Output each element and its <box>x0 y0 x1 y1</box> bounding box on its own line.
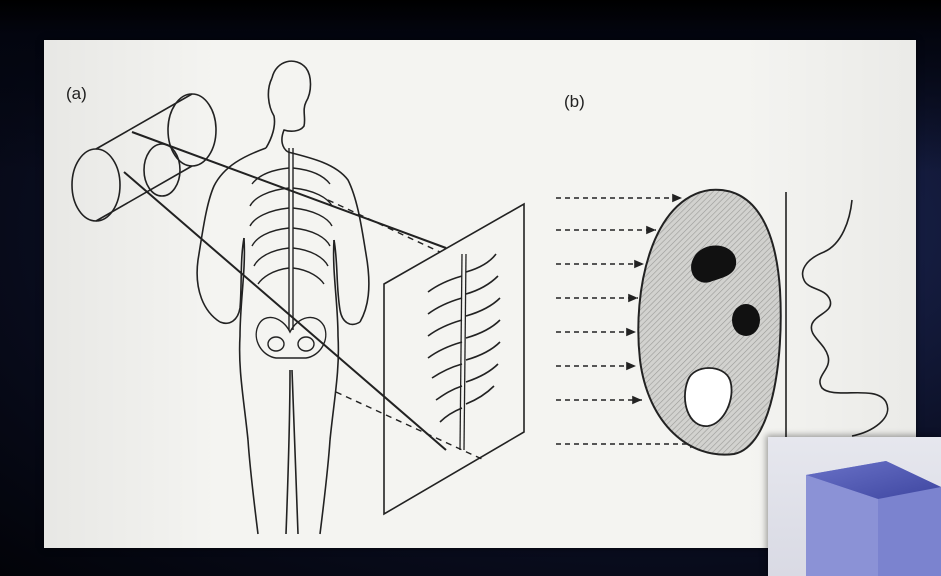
body-cross-section <box>638 190 780 455</box>
xray-beam-lines <box>124 132 446 450</box>
human-body-outline <box>197 61 369 534</box>
xray-tube-icon <box>72 94 216 221</box>
intensity-profile <box>786 192 888 444</box>
detector-film-icon <box>328 200 524 514</box>
overlay-panel <box>768 437 941 576</box>
dense-region-round <box>732 304 760 336</box>
overlay-3d-shape <box>768 437 941 576</box>
